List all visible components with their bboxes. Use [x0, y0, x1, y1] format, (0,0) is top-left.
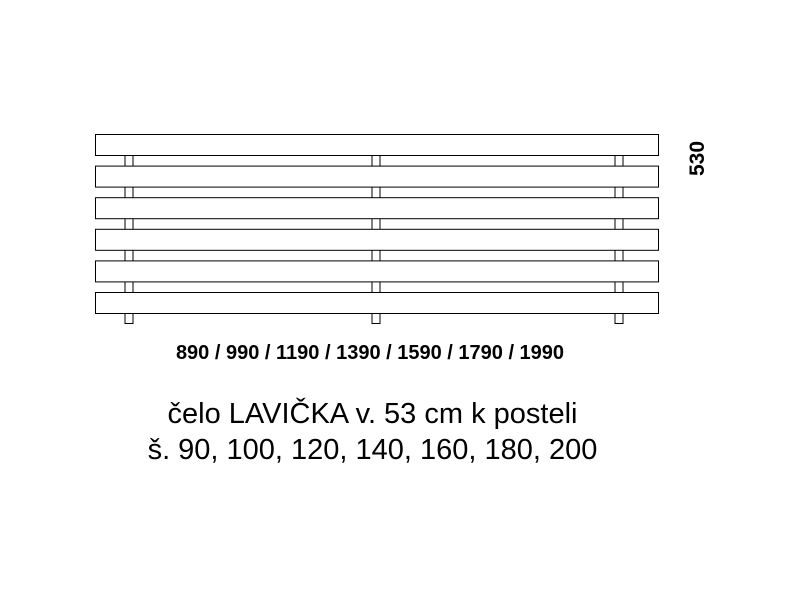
- headboard-plank: [95, 134, 659, 156]
- width-options-mm: 890 / 990 / 1190 / 1390 / 1590 / 1790 / …: [175, 342, 565, 364]
- height-dimension-label: 530: [686, 140, 709, 176]
- headboard-planks: [95, 134, 659, 314]
- headboard-plank: [95, 292, 659, 314]
- bed-width-options: š. 90, 100, 120, 140, 160, 180, 200: [147, 434, 598, 466]
- headboard-plank: [95, 228, 659, 251]
- headboard-plank: [95, 260, 659, 283]
- headboard-plank: [95, 165, 659, 188]
- product-title: čelo LAVIČKA v. 53 cm k posteli: [167, 398, 578, 430]
- headboard-plank: [95, 197, 659, 220]
